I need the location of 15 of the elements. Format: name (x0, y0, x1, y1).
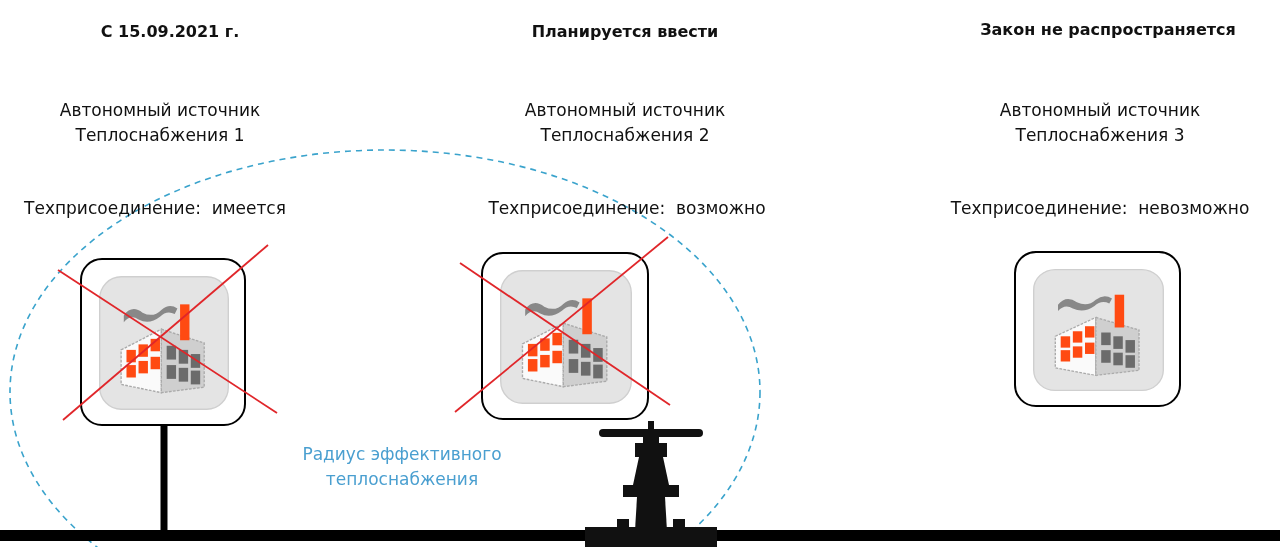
connector-pipe (160, 426, 168, 530)
radius-label: Радиус эффективного теплоснабжения (301, 443, 503, 491)
factory-tile (80, 258, 246, 426)
column-heading: Планируется ввести (530, 21, 720, 43)
pipeline-bar (0, 530, 1280, 541)
column-heading: Закон не распространяется (979, 19, 1237, 41)
source-name: Автономный источник Теплоснабжения 1 (58, 99, 262, 147)
column-heading: С 15.09.2021 г. (99, 21, 241, 43)
factory-tile (1014, 251, 1181, 407)
status-text: Техприсоединение: имеется (23, 197, 287, 220)
source-name: Автономный источник Теплоснабжения 2 (523, 99, 727, 147)
status-text: Техприсоединение: невозможно (949, 197, 1251, 220)
source-name: Автономный источник Теплоснабжения 3 (998, 99, 1202, 147)
status-text: Техприсоединение: возможно (487, 197, 767, 220)
factory-tile (481, 252, 649, 420)
